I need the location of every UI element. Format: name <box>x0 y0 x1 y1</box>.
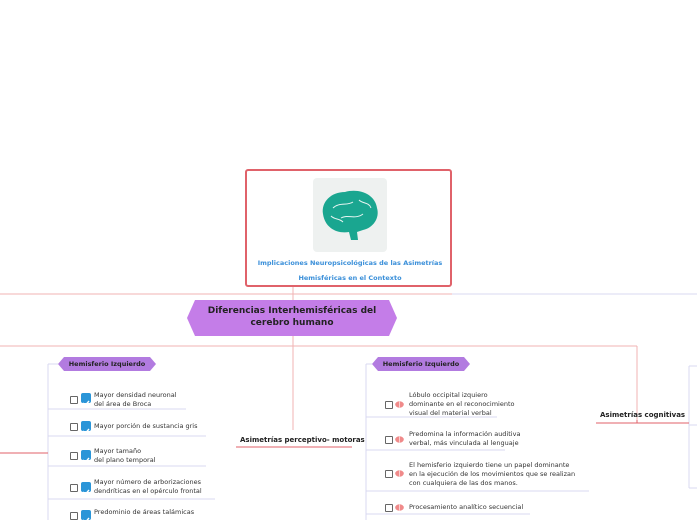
list-item-line: Predominio de áreas talámicas <box>94 508 195 516</box>
brain-icon <box>395 470 404 477</box>
far-right-branch-label[interactable]: Asimetrías cognitivas <box>600 411 686 419</box>
check-icon <box>81 450 91 464</box>
checkbox[interactable] <box>70 452 78 460</box>
list-item-line: visual del material verbal <box>409 409 492 417</box>
right-hemisphere-pill-label: Hemisferio Izquierdo <box>382 360 460 368</box>
central-topic-shape <box>187 300 397 336</box>
list-item[interactable]: El hemisferio izquierdo tiene un papel d… <box>409 461 575 488</box>
list-item-line: Lóbulo occipital izquiero <box>409 391 488 399</box>
list-item-line: Procesamiento analítico secuencial <box>409 503 524 511</box>
list-item[interactable]: Mayor densidad neuronal del área de Broc… <box>94 391 177 409</box>
list-item-line: Predomina la información auditiva <box>409 430 521 438</box>
list-item[interactable]: Mayor porción de sustancia gris <box>94 422 197 431</box>
list-item-line: El hemisferio izquierdo tiene un papel d… <box>409 461 570 469</box>
list-item-line: en la ejecución de los movimientos que s… <box>409 470 576 478</box>
brain-image-tile <box>313 178 387 252</box>
check-icon <box>81 393 91 407</box>
list-item-line: del área de Broca <box>94 400 152 408</box>
brain-icon <box>395 401 404 408</box>
check-icon <box>81 510 91 524</box>
central-topic-line1: Diferencias Interhemisféricas del <box>207 306 377 316</box>
list-item-line: verbal, más vinculada al lenguaje <box>409 439 519 447</box>
checkbox[interactable] <box>385 504 393 512</box>
list-item[interactable]: Predomina la información auditiva verbal… <box>409 430 520 448</box>
middle-branch-label[interactable]: Asimetrías perceptivo- motoras <box>240 436 365 444</box>
brain-icon <box>395 436 404 443</box>
list-item[interactable]: Mayor número de arborizaciones dendrític… <box>94 478 202 496</box>
list-item-line: Mayor tamaño <box>94 447 142 455</box>
root-topic-box[interactable]: Implicaciones Neuropsicológicas de las A… <box>245 169 452 287</box>
right-pill-shape <box>372 357 470 371</box>
left-hemisphere-pill[interactable]: Hemisferio Izquierdo <box>58 357 156 371</box>
central-topic-title: Diferencias Interhemisféricas del cerebr… <box>187 305 397 329</box>
checkbox[interactable] <box>70 396 78 404</box>
central-topic-line2: cerebro humano <box>250 318 334 328</box>
check-icon <box>81 482 91 496</box>
list-item[interactable]: Lóbulo occipital izquiero dominante en e… <box>409 391 514 418</box>
list-item-line: dominante en el reconocimiento <box>409 400 515 408</box>
check-icon <box>81 421 91 435</box>
root-title-line1: Implicaciones Neuropsicológicas de las A… <box>257 259 443 267</box>
list-item-line: con cualquiera de las dos manos. <box>409 479 518 487</box>
list-item-line: Mayor densidad neuronal <box>94 391 177 399</box>
list-item-line: dendríticas en el opérculo frontal <box>94 487 202 495</box>
list-item-line: del plano temporal <box>94 456 156 464</box>
checkbox[interactable] <box>385 470 393 478</box>
list-item[interactable]: Procesamiento analítico secuencial <box>409 503 523 512</box>
left-pill-shape <box>58 357 156 371</box>
left-hemisphere-pill-label: Hemisferio Izquierdo <box>68 360 146 368</box>
brain-icon <box>395 504 404 511</box>
checkbox[interactable] <box>385 401 393 409</box>
right-hemisphere-pill[interactable]: Hemisferio Izquierdo <box>372 357 470 371</box>
list-item-line: Mayor porción de sustancia gris <box>94 422 198 430</box>
brain-icon <box>322 190 378 240</box>
central-topic[interactable]: Diferencias Interhemisféricas del cerebr… <box>187 300 397 336</box>
list-item[interactable]: Mayor tamaño del plano temporal <box>94 447 156 465</box>
root-title-line2: Hemisféricas en el Contexto <box>298 274 402 282</box>
checkbox[interactable] <box>385 436 393 444</box>
checkbox[interactable] <box>70 423 78 431</box>
list-item-line: Mayor número de arborizaciones <box>94 478 201 486</box>
list-item[interactable]: Predominio de áreas talámicas <box>94 508 194 517</box>
checkbox[interactable] <box>70 484 78 492</box>
checkbox[interactable] <box>70 512 78 520</box>
